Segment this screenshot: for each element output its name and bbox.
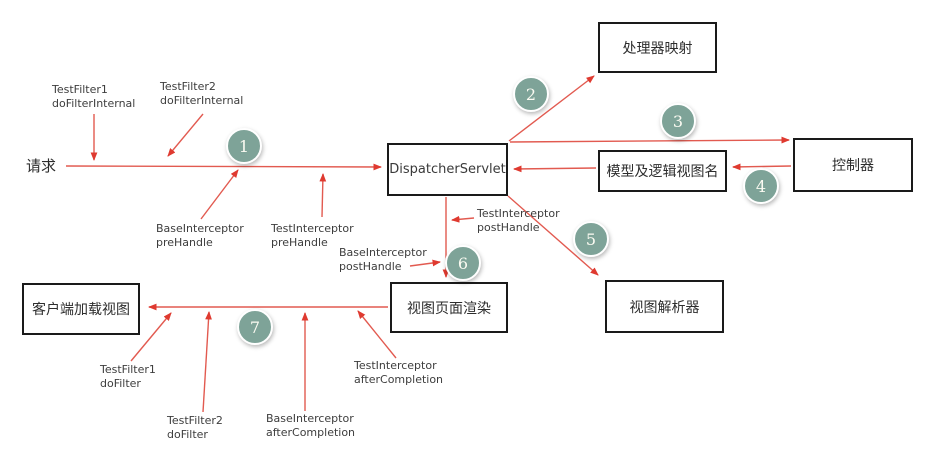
arrow-dispatcher-to-viewresolver bbox=[507, 195, 599, 276]
label-baseinterceptor-prehandle: BaseInterceptor preHandle bbox=[156, 222, 244, 249]
arrow-modelview-to-dispatcher bbox=[513, 165, 597, 173]
box-handler-mapping: 处理器映射 bbox=[598, 22, 717, 73]
arrow-testfilter2-dofilter bbox=[202, 311, 212, 413]
step-circle-3: 3 bbox=[660, 103, 696, 139]
label-testfilter2-dofilter: TestFilter2 doFilter bbox=[167, 414, 223, 441]
label-testinterceptor-aftercompletion: TestInterceptor afterCompletion bbox=[354, 359, 444, 386]
label-testinterceptor-prehandle: TestInterceptor preHandle bbox=[271, 222, 354, 249]
step-circle-4: 4 bbox=[743, 168, 779, 204]
label-testinterceptor-posthandle: TestInterceptor postHandle bbox=[477, 207, 560, 234]
arrow-dispatcher-to-handler-mapping bbox=[508, 75, 595, 142]
step-circle-2: 2 bbox=[513, 76, 549, 112]
arrow-controller-to-modelview bbox=[732, 163, 792, 171]
box-view-resolver: 视图解析器 bbox=[605, 280, 724, 333]
arrow-testfilter2-dofilterinternal bbox=[167, 113, 204, 157]
step-circle-6: 6 bbox=[445, 245, 481, 281]
step-circle-1: 1 bbox=[226, 128, 262, 164]
box-dispatcher-servlet: DispatcherServlet bbox=[387, 143, 508, 196]
box-client-load-view: 客户端加载视图 bbox=[22, 283, 140, 335]
step-circle-5: 5 bbox=[573, 221, 609, 257]
box-model-and-logical-view-name: 模型及逻辑视图名 bbox=[598, 150, 727, 192]
arrow-dispatcher-to-controller bbox=[509, 136, 790, 144]
label-baseinterceptor-posthandle: BaseInterceptor postHandle bbox=[339, 246, 427, 273]
arrow-baseinterceptor-posthandle bbox=[409, 259, 441, 267]
arrow-testinterceptor-aftercompletion bbox=[357, 310, 397, 359]
arrow-testfilter1-dofilter bbox=[130, 312, 172, 362]
label-baseinterceptor-aftercompletion: BaseInterceptor afterCompletion bbox=[266, 412, 356, 439]
arrow-testinterceptor-prehandle bbox=[319, 173, 327, 218]
label-testfilter1-dofilter: TestFilter1 doFilter bbox=[100, 363, 156, 390]
arrow-request-to-dispatcher bbox=[65, 163, 382, 171]
label-testfilter1-dofilterinternal: TestFilter1 doFilterInternal bbox=[52, 83, 136, 110]
box-controller: 控制器 bbox=[793, 138, 913, 192]
request-label: 请求 bbox=[26, 157, 57, 175]
box-view-page-render: 视图页面渲染 bbox=[390, 282, 508, 333]
arrow-baseinterceptor-prehandle bbox=[200, 169, 239, 220]
label-testfilter2-dofilterinternal: TestFilter2 doFilterInternal bbox=[160, 80, 244, 107]
arrow-testinterceptor-posthandle bbox=[451, 215, 475, 223]
step-circle-7: 7 bbox=[237, 309, 273, 345]
